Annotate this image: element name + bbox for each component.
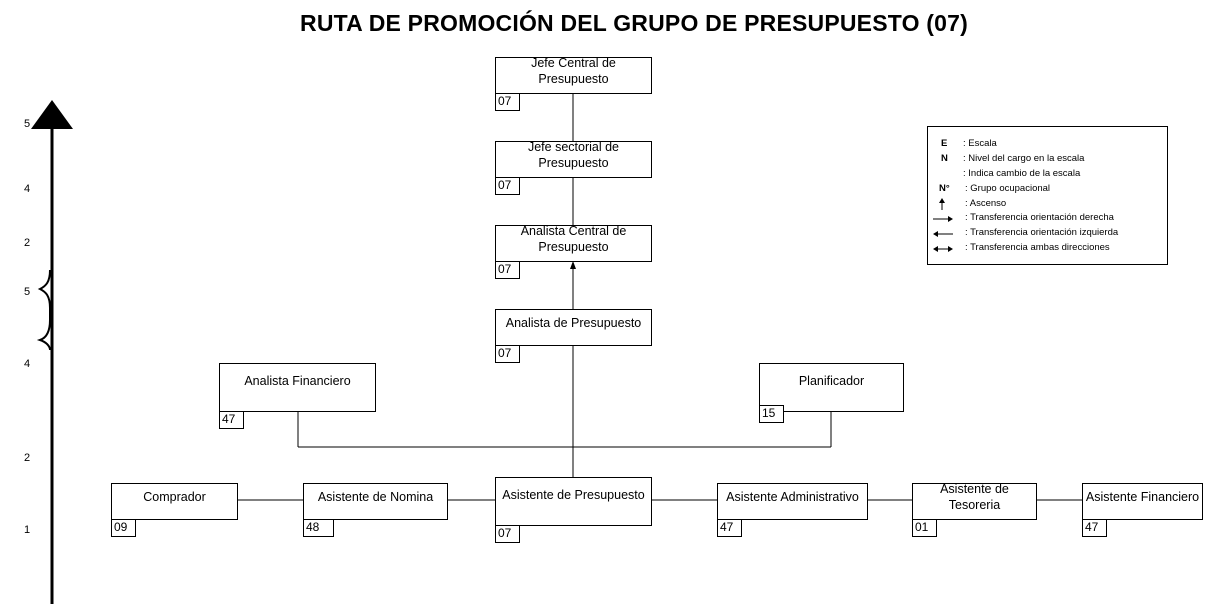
position-analista-financiero: Analista Financiero [219,363,376,412]
position-label: Analista Central de Presupuesto [520,223,627,254]
position-asistente-administrativo: Asistente Administrativo [717,483,868,520]
legend-text: : Ascenso [965,198,1007,209]
legend-text: : Escala [963,138,997,149]
group-code: 47 [219,411,244,429]
position-label: Planificador [798,373,865,388]
group-code: 07 [495,177,520,195]
position-analista-presupuesto: Analista de Presupuesto [495,309,652,346]
group-code: 48 [303,519,334,537]
position-analista-central: Analista Central de Presupuesto [495,223,652,262]
position-label: Asistente de Presupuesto [502,487,645,502]
position-label: Analista Financiero [244,373,351,388]
scale-number: 1 [24,524,31,536]
legend-key: N [941,153,948,164]
scale-axis-arrowhead [31,100,73,129]
group-code: 07 [495,345,520,363]
scale-change-brace [36,269,51,351]
scale-number: 5 [24,286,31,298]
arrow-both-icon [933,246,953,252]
group-code: 07 [495,93,520,111]
position-asistente-tesoreria: Asistente de Tesoreria [912,481,1037,520]
legend-key: N° [939,183,950,194]
legend-box: E : Escala N : Nivel del cargo en la esc… [927,126,1168,265]
position-label: Jefe sectorial de Presupuesto [527,139,620,170]
position-comprador: Comprador [111,483,238,520]
position-asistente-presupuesto: Asistente de Presupuesto [495,477,652,526]
scale-number: 5 [24,118,31,130]
arrow-up-icon [570,261,576,269]
position-label: Asistente Financiero [1085,489,1200,504]
legend-text: : Transferencia orientación izquierda [965,227,1119,238]
position-label: Asistente de Tesoreria [940,481,1009,512]
diagram-title: RUTA DE PROMOCIÓN DEL GRUPO DE PRESUPUES… [300,10,968,36]
legend-text: : Transferencia ambas direcciones [965,242,1110,253]
legend-key: E [941,138,948,149]
group-code: 01 [912,519,937,537]
position-label: Jefe Central de Presupuesto [531,55,616,86]
scale-number: 4 [24,358,31,370]
group-code: 07 [495,261,520,279]
legend-text: : Transferencia orientación derecha [965,212,1114,223]
position-label: Asistente de Nomina [317,489,434,504]
position-planificador: Planificador [759,363,904,412]
group-code: 15 [759,405,784,423]
scale-number: 2 [24,452,31,464]
legend-text: : Indica cambio de la escala [963,168,1081,179]
scale-number: 2 [24,237,31,249]
group-code: 47 [717,519,742,537]
group-code: 07 [495,525,520,543]
arrow-left-icon [933,231,953,237]
legend-text: : Nivel del cargo en la escala [963,153,1085,164]
group-code: 09 [111,519,136,537]
position-jefe-sectorial: Jefe sectorial de Presupuesto [495,139,652,178]
position-asistente-financiero: Asistente Financiero [1082,483,1203,520]
arrow-right-icon [933,216,953,222]
position-label: Analista de Presupuesto [505,315,642,330]
legend-text: : Grupo ocupacional [965,183,1051,194]
position-label: Comprador [143,489,206,504]
position-jefe-central: Jefe Central de Presupuesto [495,55,652,94]
scale-number: 4 [24,183,31,195]
position-label: Asistente Administrativo [726,489,859,504]
group-code: 47 [1082,519,1107,537]
arrow-up-icon [939,198,945,210]
position-asistente-nomina: Asistente de Nomina [303,483,448,520]
